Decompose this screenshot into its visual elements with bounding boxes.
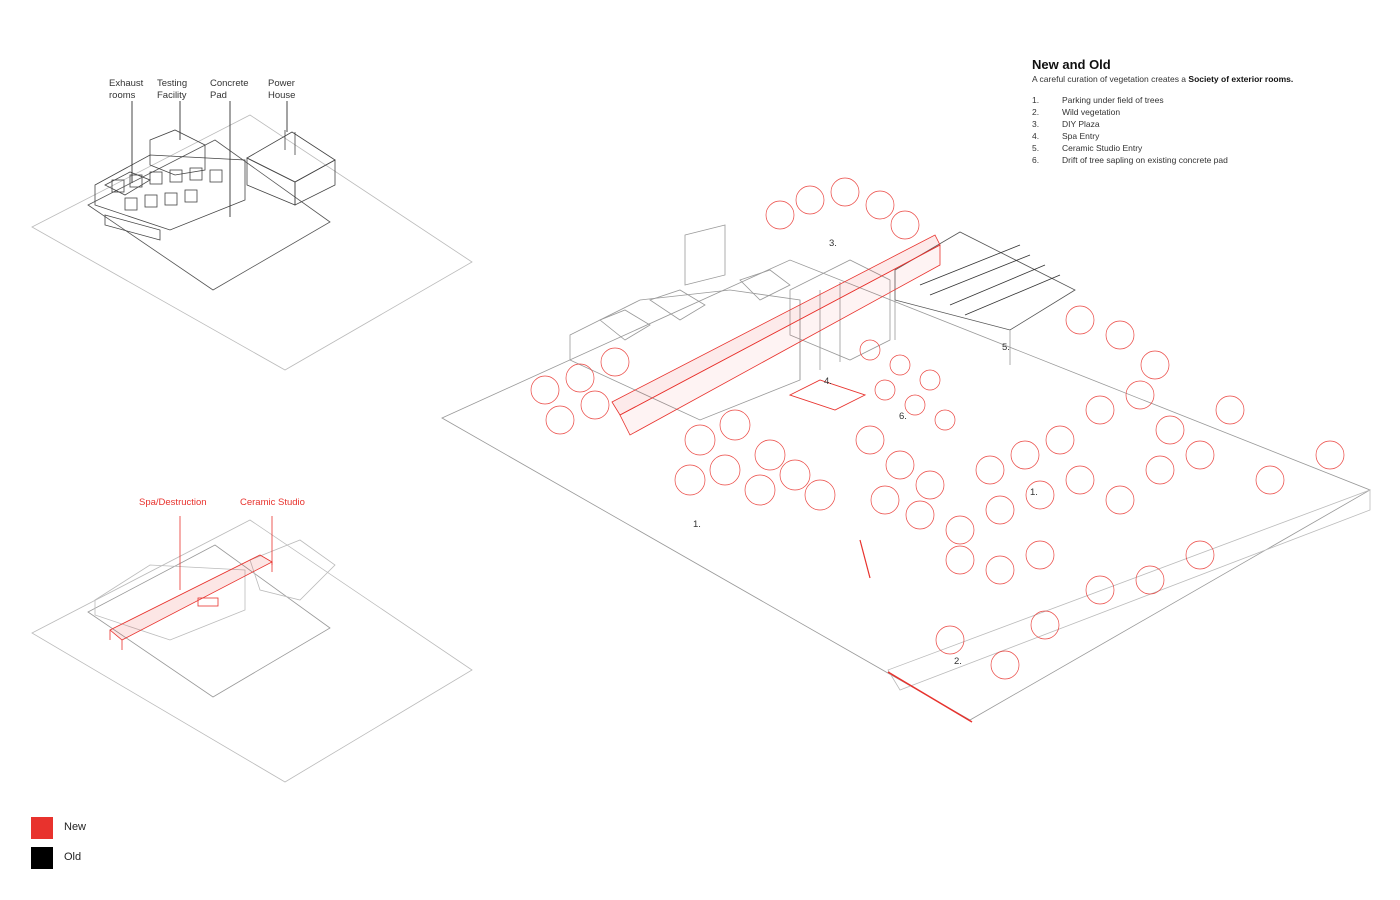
list-item: 4. Spa Entry — [1032, 131, 1228, 143]
tree-field — [530, 177, 1345, 680]
page-title: New and Old — [1032, 57, 1111, 72]
label-concrete-pad: Concrete Pad — [210, 78, 249, 101]
legend-label-new: New — [64, 821, 87, 833]
list-item-number: 4. — [1032, 131, 1040, 141]
label-testing-facility: Testing Facility — [157, 78, 188, 101]
list-item-number: 6. — [1032, 155, 1040, 165]
list-item-text: Spa Entry — [1062, 131, 1100, 141]
list-item-text: Parking under field of trees — [1062, 95, 1164, 105]
new-spa-bar — [611, 234, 941, 579]
plan-number-1-left: 1. — [693, 519, 701, 530]
subtitle-emphasis: Society of exterior rooms. — [1188, 74, 1294, 84]
list-item-text: Drift of tree sapling on existing concre… — [1062, 155, 1228, 165]
plan-number-2: 2. — [954, 656, 962, 667]
list-item: 1. Parking under field of trees — [1032, 95, 1228, 107]
existing-site-diagram — [31, 101, 473, 371]
list-item-number: 5. — [1032, 143, 1040, 153]
list-item: 2. Wild vegetation — [1032, 107, 1228, 119]
program-list: 1. Parking under field of trees 2. Wild ve… — [1032, 95, 1228, 167]
list-item: 5. Ceramic Studio Entry — [1032, 143, 1228, 155]
plan-number-5: 5. — [1002, 342, 1010, 353]
legend-swatch-old — [31, 847, 53, 869]
label-ceramic-studio: Ceramic Studio — [240, 497, 305, 508]
list-item-text: DIY Plaza — [1062, 119, 1100, 129]
list-item: 3. DIY Plaza — [1032, 119, 1228, 131]
label-exhaust-rooms: Exhaust rooms — [109, 78, 144, 101]
list-item-number: 2. — [1032, 107, 1040, 117]
plan-number-1-right: 1. — [1030, 487, 1038, 498]
new-site-diagram — [31, 516, 473, 783]
plan-number-6: 6. — [899, 411, 907, 422]
page-subtitle: A careful curation of vegetation creates… — [1032, 74, 1293, 84]
legend-label-old: Old — [64, 851, 82, 863]
plan-number-3: 3. — [829, 238, 837, 249]
list-item-number: 3. — [1032, 119, 1040, 129]
list-item: 6. Drift of tree sapling on existing conc… — [1032, 155, 1228, 167]
existing-leader-lines — [131, 101, 288, 217]
subtitle-text: A careful curation of vegetation creates… — [1032, 74, 1189, 84]
label-spa-destruction: Spa/Destruction — [139, 497, 207, 508]
list-item-number: 1. — [1032, 95, 1040, 105]
main-site-plan — [441, 177, 1371, 723]
list-item-text: Wild vegetation — [1062, 107, 1121, 117]
legend-swatch-new — [31, 817, 53, 839]
plan-number-4: 4. — [824, 376, 832, 387]
label-power-house: Power House — [268, 78, 296, 101]
list-item-text: Ceramic Studio Entry — [1062, 143, 1143, 153]
